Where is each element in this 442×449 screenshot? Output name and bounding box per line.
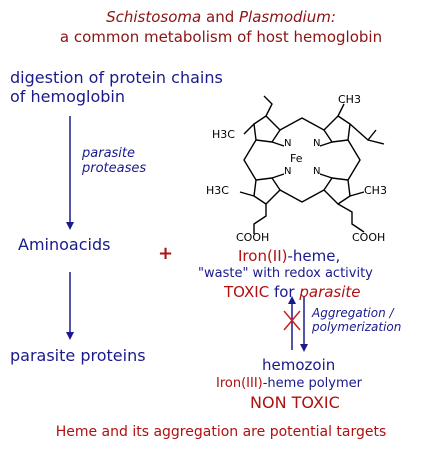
title-line-2: a common metabolism of host hemoglobin [59,28,383,46]
title-and: and [201,8,239,26]
blocked-cross-icon [283,310,301,331]
heme-label: Iron(II)-heme, [238,247,340,265]
iron-iii-label: Iron(III) [216,376,263,391]
hemozoin-label: hemozoin [262,356,336,374]
n-atom-4: N [313,166,321,177]
digestion-label: digestion of protein chains of hemoglobi… [10,68,223,106]
fe-atom: Fe [290,152,303,165]
aggregation-label: Aggregation / polymerization [312,306,401,334]
proteases-line-1: parasite [82,146,136,161]
polymer-label: Iron(III)-heme polymer [216,376,362,391]
aggregation-line-1: Aggregation / [312,306,394,320]
toxic-parasite: parasite [299,283,361,301]
title-plasmodium: Plasmodium: [239,8,336,26]
proteases-label: parasite proteases [82,146,146,176]
digestion-line-1: digestion of protein chains [10,68,223,87]
methyl-mid-left: H3C [206,184,229,197]
methyl-top-right: CH3 [338,93,361,106]
waste-label: "waste" with redox activity [198,266,373,281]
aminoacids-label: Aminoacids [18,235,111,254]
toxic-word: TOXIC [224,283,270,301]
proteases-line-2: proteases [82,161,147,176]
footer-note: Heme and its aggregation are potential t… [55,424,387,440]
digestion-line-2: of hemoglobin [10,87,125,106]
heme-structure [239,95,385,234]
n-atom-1: N [284,138,292,149]
non-toxic-label: NON TOXIC [250,393,340,412]
title-schistosoma: Schistosoma [106,8,202,26]
polymer-suffix: -heme polymer [262,376,362,391]
iron-ii-label: Iron(II) [238,247,288,265]
heme-suffix: -heme, [287,247,341,265]
toxic-for: for [269,283,300,301]
parasite-proteins-label: parasite proteins [10,346,146,365]
title-line-1: Schistosoma and Plasmodium: [0,8,442,26]
aggregation-line-2: polymerization [312,320,402,334]
methyl-top-left: H3C [212,128,235,141]
n-atom-2: N [313,138,321,149]
plus-sign: + [158,243,174,264]
n-atom-3: N [284,166,292,177]
cooh-left: COOH [236,231,270,244]
cooh-right: COOH [352,231,386,244]
toxic-label: TOXIC for parasite [224,283,361,301]
methyl-mid-right: CH3 [364,184,387,197]
